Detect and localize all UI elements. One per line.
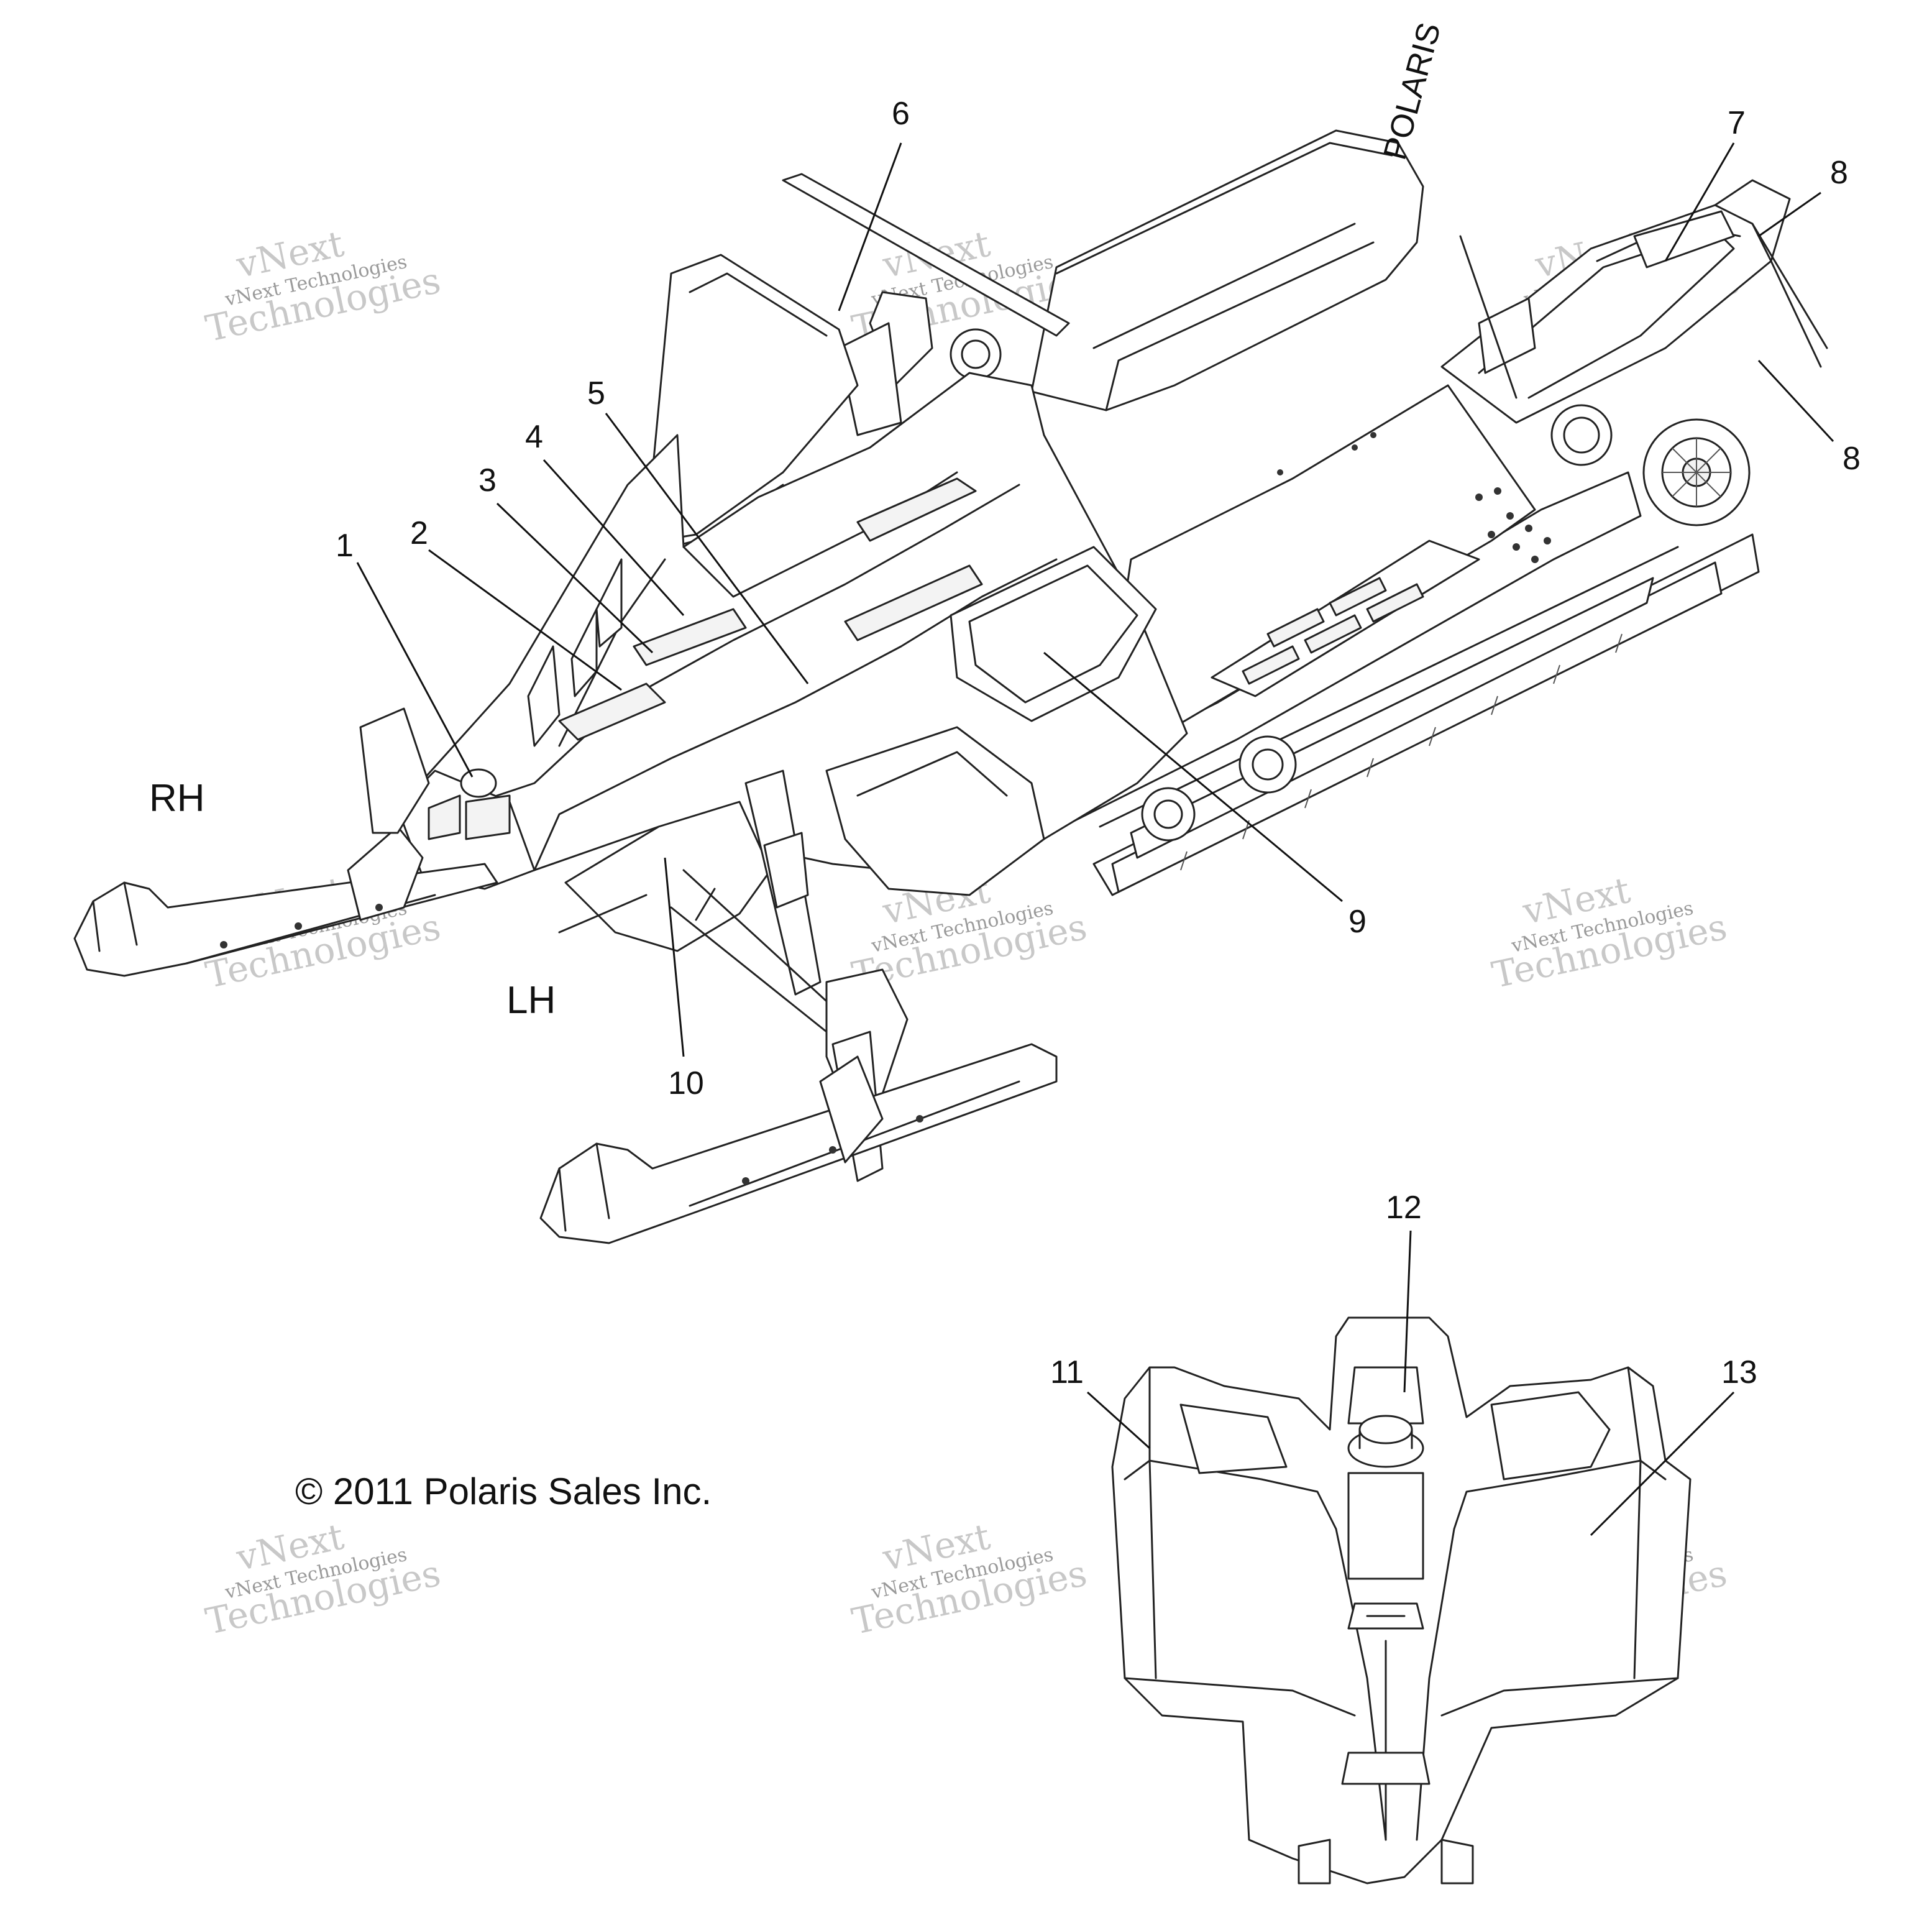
callout-12: 12 <box>1386 1190 1422 1226</box>
callout-5: 5 <box>587 375 605 411</box>
copyright-text: © 2011 Polaris Sales Inc. <box>295 1471 712 1512</box>
callout-8-bottom: 8 <box>1843 441 1861 477</box>
side-label-lh: LH <box>506 979 556 1022</box>
callout-13: 13 <box>1721 1354 1757 1390</box>
callout-11: 11 <box>1050 1354 1084 1390</box>
callout-1: 1 <box>336 528 354 564</box>
callout-8-top: 8 <box>1830 155 1848 191</box>
callout-3: 3 <box>478 462 497 498</box>
callout-2: 2 <box>410 515 428 551</box>
callout-4: 4 <box>525 419 543 455</box>
watermark-top-left: vNext vNext Technologies Technologies <box>202 223 444 350</box>
watermark-mid-right: vNext vNext Technologies Technologies <box>1488 869 1731 996</box>
snowmobile-drawing: POLARIS <box>73 19 1828 1244</box>
handlebar <box>782 173 1070 436</box>
watermark-bottom-center: vNext vNext Technologies Technologies <box>848 1515 1091 1643</box>
tunnel <box>1055 384 1642 822</box>
rear-rack <box>1440 179 1828 424</box>
fuel-tank-drawing <box>1111 1316 1692 1885</box>
ski-left <box>539 1043 1058 1244</box>
callout-7: 7 <box>1728 105 1746 141</box>
seat: POLARIS <box>1030 19 1448 411</box>
callout-10: 10 <box>668 1065 704 1101</box>
hood <box>396 372 1188 952</box>
callout-9: 9 <box>1348 904 1367 940</box>
callout-6: 6 <box>892 96 910 132</box>
track-assembly <box>1092 404 1760 896</box>
seat-brand-text: POLARIS <box>1377 19 1448 163</box>
leader-lines <box>356 142 1834 1536</box>
side-label-rh: RH <box>149 777 205 820</box>
watermark-bottom-left: vNext vNext Technologies Technologies <box>202 1515 444 1643</box>
ski-right <box>73 707 498 977</box>
